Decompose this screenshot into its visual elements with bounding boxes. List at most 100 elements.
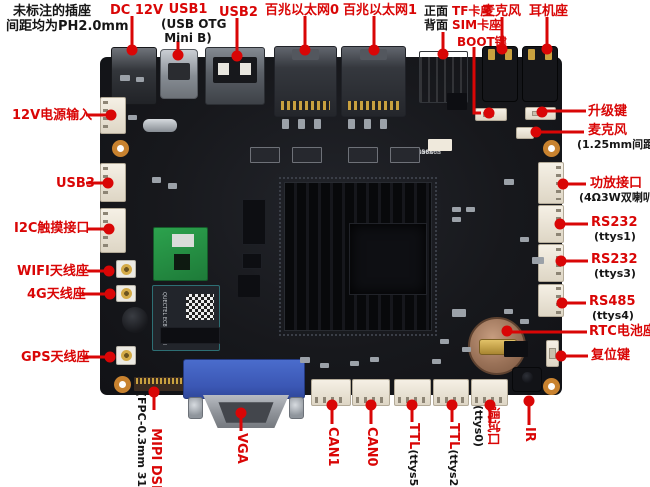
mounting-hole [543,378,560,395]
label-upgrade: 升级键 [588,104,628,119]
vga-screw-post [188,397,203,419]
leader-mic125 [530,126,584,138]
smd-component [452,309,466,317]
smd-component [520,237,529,242]
smd-component [504,309,513,314]
note-line1: 未标注的插座 [13,4,92,19]
leader-upgrade [536,106,586,118]
label-debug-ttys0: 调试口 (ttys0) [472,405,500,447]
label-reset: 复位键 [591,348,631,363]
smd-component [364,119,371,129]
smd-component [152,177,161,183]
smd-component [532,257,544,264]
smd-component [390,147,420,163]
label-rtc: RTC电池座 [589,324,650,339]
label-mic-top: 麦克风 [482,4,522,19]
leader-4g [82,288,116,300]
smd-component [452,217,461,222]
smd-component [238,275,260,297]
leader-mic-top [496,17,508,55]
wifi-module [153,227,208,281]
mounting-hole [543,140,560,157]
smd-component [320,363,329,368]
smd-component [370,357,379,362]
label-can0: CAN0 [364,427,379,467]
vga-screw-post [289,397,304,419]
leader-power12v [86,109,117,121]
flash-chip [160,327,220,344]
leader-can0 [365,399,377,424]
ir-receiver [512,367,542,392]
label-vga: VGA [234,433,249,464]
smd-component [298,119,305,129]
leader-ir [523,395,535,425]
label-usb1: USB1 (USB OTG Mini B) [161,2,227,46]
smd-component [428,139,452,151]
label-can1: CAN1 [325,427,340,467]
ram-chip [242,199,266,245]
smd-component [452,207,461,212]
label-mipi-dsi: MIPI DSI (FPC-0.3mm 31P 下接) [135,392,163,487]
label-gps-antenna: GPS天线座 [21,350,90,365]
leader-gps [84,351,116,363]
label-dc-12v: DC 12V [110,3,164,18]
leader-rs485 [556,297,586,309]
smd-component [282,119,289,129]
label-ir: IR [522,427,537,442]
vga-port [183,359,305,399]
qr-code [186,294,214,320]
label-ttl-ttys5: TTL(ttys5) [406,423,421,487]
mounting-hole [114,376,131,393]
smd-component [380,119,387,129]
smd-component [348,119,355,129]
leader-ttl5 [406,399,418,422]
smd-component [504,179,514,185]
label-4g-antenna: 4G天线座 [27,287,86,302]
leader-usb1 [172,41,184,61]
label-usb3: USB3 [56,176,95,191]
smd-component [128,115,137,120]
label-wifi-antenna: WIFI天线座 [17,264,89,279]
smd-component [348,147,378,163]
4g-antenna-connector [116,285,136,302]
leader-rs232-ttys3 [555,255,588,267]
smd-component [462,347,471,352]
smd-component [143,119,177,132]
small-chip [242,253,262,269]
smd-component [504,341,528,357]
gps-antenna-connector [116,346,136,365]
smd-component [447,93,467,110]
label-rs232-ttys1: RS232 (ttys1) [591,215,638,243]
leader-vga [235,407,247,431]
smd-component [120,75,130,81]
smd-component [300,357,310,363]
smd-component [466,207,475,212]
mipi-dsi-connector [134,377,184,391]
leader-dc-12v [126,16,138,56]
smd-component [168,183,177,189]
wifi-antenna-connector [116,260,136,278]
leader-speaker [557,178,586,190]
label-rs232-ttys3: RS232 (ttys3) [591,252,638,280]
microphone-jack [482,46,518,102]
leader-earphone [541,17,553,55]
leader-boot [472,47,495,119]
label-usb2: USB2 [219,5,258,20]
mounting-hole [112,140,129,157]
leader-can1 [326,399,338,424]
label-earphone: 耳机座 [529,4,569,19]
leader-rs232-ttys1 [554,218,588,230]
leader-usb2 [231,18,243,62]
smd-component [122,307,148,333]
leader-tf-sim [437,32,449,60]
leader-i2c [88,223,115,235]
leader-rtc [501,325,587,337]
smd-component [292,147,322,163]
smd-component [440,339,449,344]
label-power12v: 12V电源输入 [12,108,93,123]
earphone-jack [522,46,558,102]
smd-component [136,77,144,82]
